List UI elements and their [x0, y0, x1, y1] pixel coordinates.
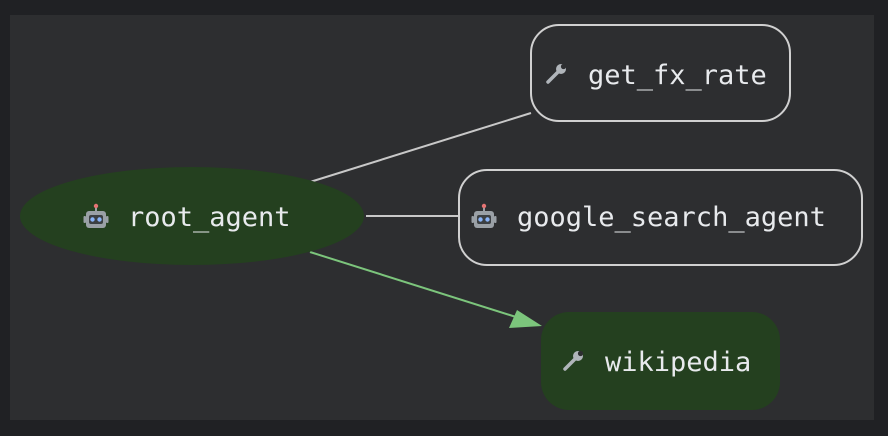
arrowhead-icon: [509, 310, 542, 328]
node-wikipedia[interactable]: wikipedia: [541, 312, 780, 410]
agent-graph-canvas: root_agent get_fx_rate google_search_age…: [10, 15, 874, 420]
wrench-icon: [546, 62, 568, 84]
node-root-agent[interactable]: root_agent: [20, 167, 364, 265]
edge-root-to-wikipedia: [309, 251, 542, 328]
node-label: get_fx_rate: [588, 60, 767, 91]
node-label: root_agent: [128, 202, 291, 233]
robot-icon: [470, 202, 498, 229]
node-get-fx-rate[interactable]: get_fx_rate: [530, 24, 791, 122]
edge-root-to-get-fx-rate: [309, 112, 532, 183]
agent-graph: root_agent get_fx_rate google_search_age…: [20, 24, 863, 410]
node-label: google_search_agent: [517, 202, 826, 233]
node-label: wikipedia: [605, 347, 751, 378]
node-google-search-agent[interactable]: google_search_agent: [458, 169, 863, 266]
